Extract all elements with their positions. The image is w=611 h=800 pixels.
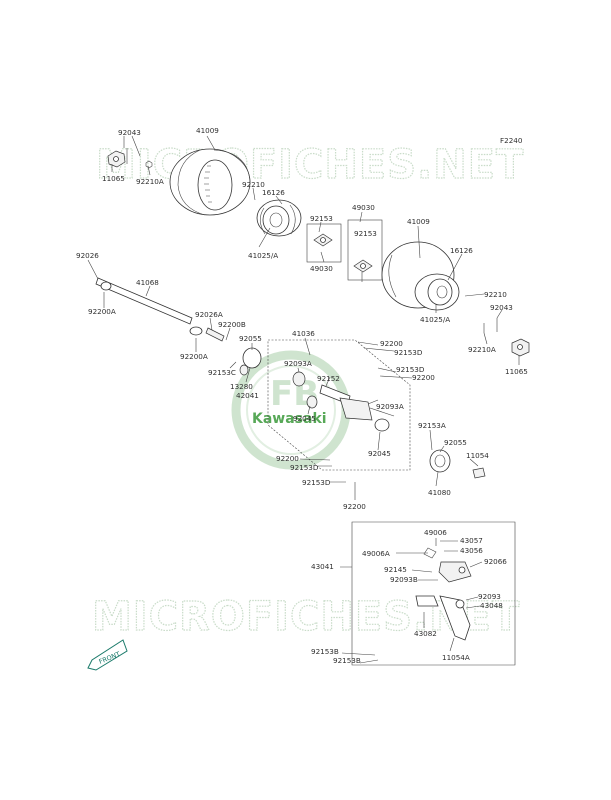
- label-92200B: 92200B: [218, 320, 246, 329]
- label-92153: 92153: [354, 229, 377, 238]
- label-92045: 92045: [293, 414, 316, 423]
- axle-housing-41036: [267, 339, 411, 471]
- label-92210: 92210: [484, 290, 507, 299]
- label-92210: 92210: [242, 180, 265, 189]
- label-43056: 43056: [460, 546, 483, 555]
- label-11054: 11054: [466, 451, 489, 460]
- label-11065: 11065: [102, 174, 125, 183]
- rear-axle-41068: [95, 277, 225, 342]
- label-92093B: 92093B: [390, 575, 418, 584]
- label-11065: 11065: [505, 367, 528, 376]
- label-41080: 41080: [428, 488, 451, 497]
- label-92153A: 92153A: [418, 421, 446, 430]
- sprocket-42041: [239, 347, 262, 376]
- svg-text:Kawasaki: Kawasaki: [252, 411, 327, 427]
- label-92043: 92043: [118, 128, 141, 137]
- left-hub-49030: [306, 223, 342, 263]
- label-92093A: 92093A: [376, 402, 404, 411]
- label-41009: 41009: [196, 126, 219, 135]
- label-92055: 92055: [444, 438, 467, 447]
- label-92026: 92026: [76, 251, 99, 260]
- label-41025A: 41025/A: [248, 251, 278, 260]
- label-49006A: 49006A: [362, 549, 390, 558]
- label-92043: 92043: [490, 303, 513, 312]
- label-92200: 92200: [343, 502, 366, 511]
- cotter-pins: [126, 148, 498, 333]
- label-92153B: 92153B: [311, 647, 339, 656]
- label-92200: 92200: [276, 454, 299, 463]
- label-92026A: 92026A: [195, 310, 223, 319]
- nut-92210A-left: [145, 160, 153, 169]
- label-92055: 92055: [239, 334, 262, 343]
- label-92153C: 92153C: [208, 368, 236, 377]
- part-labels: 92043 41009 11065 92210A 92210 16126 410…: [76, 126, 528, 665]
- watermark-top: MICROFICHES.NET: [96, 142, 524, 188]
- label-92145: 92145: [384, 565, 407, 574]
- label-43082: 43082: [414, 629, 437, 638]
- diagram-id: F2240: [500, 136, 523, 145]
- front-arrow: FRONT: [87, 639, 128, 671]
- label-41036: 41036: [292, 329, 315, 338]
- label-92153D: 92153D: [394, 348, 423, 357]
- label-92093: 92093: [478, 592, 501, 601]
- label-49006: 49006: [424, 528, 447, 537]
- label-43057: 43057: [460, 536, 483, 545]
- right-hub-49030: [347, 219, 383, 281]
- label-92153B: 92153B: [333, 656, 361, 665]
- label-92045: 92045: [368, 449, 391, 458]
- left-rim: [256, 199, 302, 237]
- label-49030: 49030: [352, 203, 375, 212]
- label-92200A: 92200A: [180, 352, 208, 361]
- label-92210A: 92210A: [136, 177, 164, 186]
- label-92153: 92153: [310, 214, 333, 223]
- label-92152: 92152: [317, 374, 340, 383]
- label-92153D: 92153D: [290, 463, 319, 472]
- leader-lines: [87, 135, 520, 664]
- label-16126: 16126: [262, 188, 285, 197]
- label-92093A: 92093A: [284, 359, 312, 368]
- label-16126: 16126: [450, 246, 473, 255]
- label-49030: 49030: [310, 264, 333, 273]
- label-92210A: 92210A: [468, 345, 496, 354]
- label-42041: 42041: [236, 391, 259, 400]
- right-tire: [381, 241, 460, 311]
- hub-41080: [429, 449, 486, 479]
- label-41009: 41009: [407, 217, 430, 226]
- label-43048: 43048: [480, 601, 503, 610]
- caliper-assembly-43041: [351, 521, 516, 666]
- label-92153D: 92153D: [302, 478, 331, 487]
- nut-11065-right: [511, 338, 530, 357]
- label-41025A: 41025/A: [420, 315, 450, 324]
- label-92066: 92066: [484, 557, 507, 566]
- label-43041: 43041: [311, 562, 334, 571]
- label-92200A: 92200A: [88, 307, 116, 316]
- label-11054A: 11054A: [442, 653, 470, 662]
- label-92200: 92200: [380, 339, 403, 348]
- nut-11065-left: [107, 150, 126, 168]
- label-92153D: 92153D: [396, 365, 425, 374]
- label-92200: 92200: [412, 373, 435, 382]
- label-13280: 13280: [230, 382, 253, 391]
- kawasaki-logo: FB Kawasaki: [231, 350, 351, 470]
- label-41068: 41068: [136, 278, 159, 287]
- left-tire: [169, 148, 251, 216]
